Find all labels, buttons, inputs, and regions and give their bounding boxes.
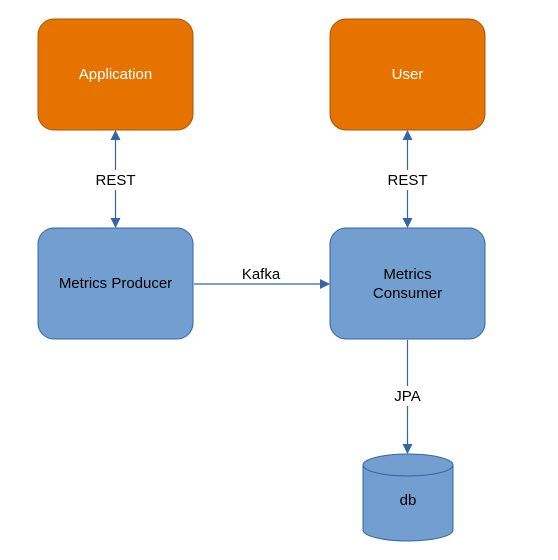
edge-label-jpa: JPA: [394, 388, 420, 405]
edge-label-rest-app: REST: [95, 172, 135, 189]
edge-label-rest-user: REST: [387, 172, 427, 189]
metrics-producer-node: Metrics Producer: [37, 227, 194, 340]
metrics-producer-label: Metrics Producer: [59, 275, 172, 292]
metrics-consumer-label-line1: Metrics: [383, 266, 431, 283]
metrics-consumer-label-line2: Consumer: [373, 285, 442, 302]
edge-app-producer: REST: [92, 130, 140, 228]
application-node: Application: [37, 18, 194, 131]
user-label: User: [392, 66, 424, 83]
edge-user-consumer: REST: [384, 130, 432, 228]
edge-consumer-db: JPA: [388, 340, 428, 454]
db-label: db: [400, 492, 417, 509]
db-cylinder: db: [362, 453, 454, 542]
metrics-consumer-node: Metrics Consumer: [329, 227, 486, 340]
edge-producer-consumer: Kafka: [194, 266, 330, 289]
user-node: User: [329, 18, 486, 131]
application-label: Application: [79, 66, 152, 83]
edge-label-kafka: Kafka: [242, 266, 281, 283]
